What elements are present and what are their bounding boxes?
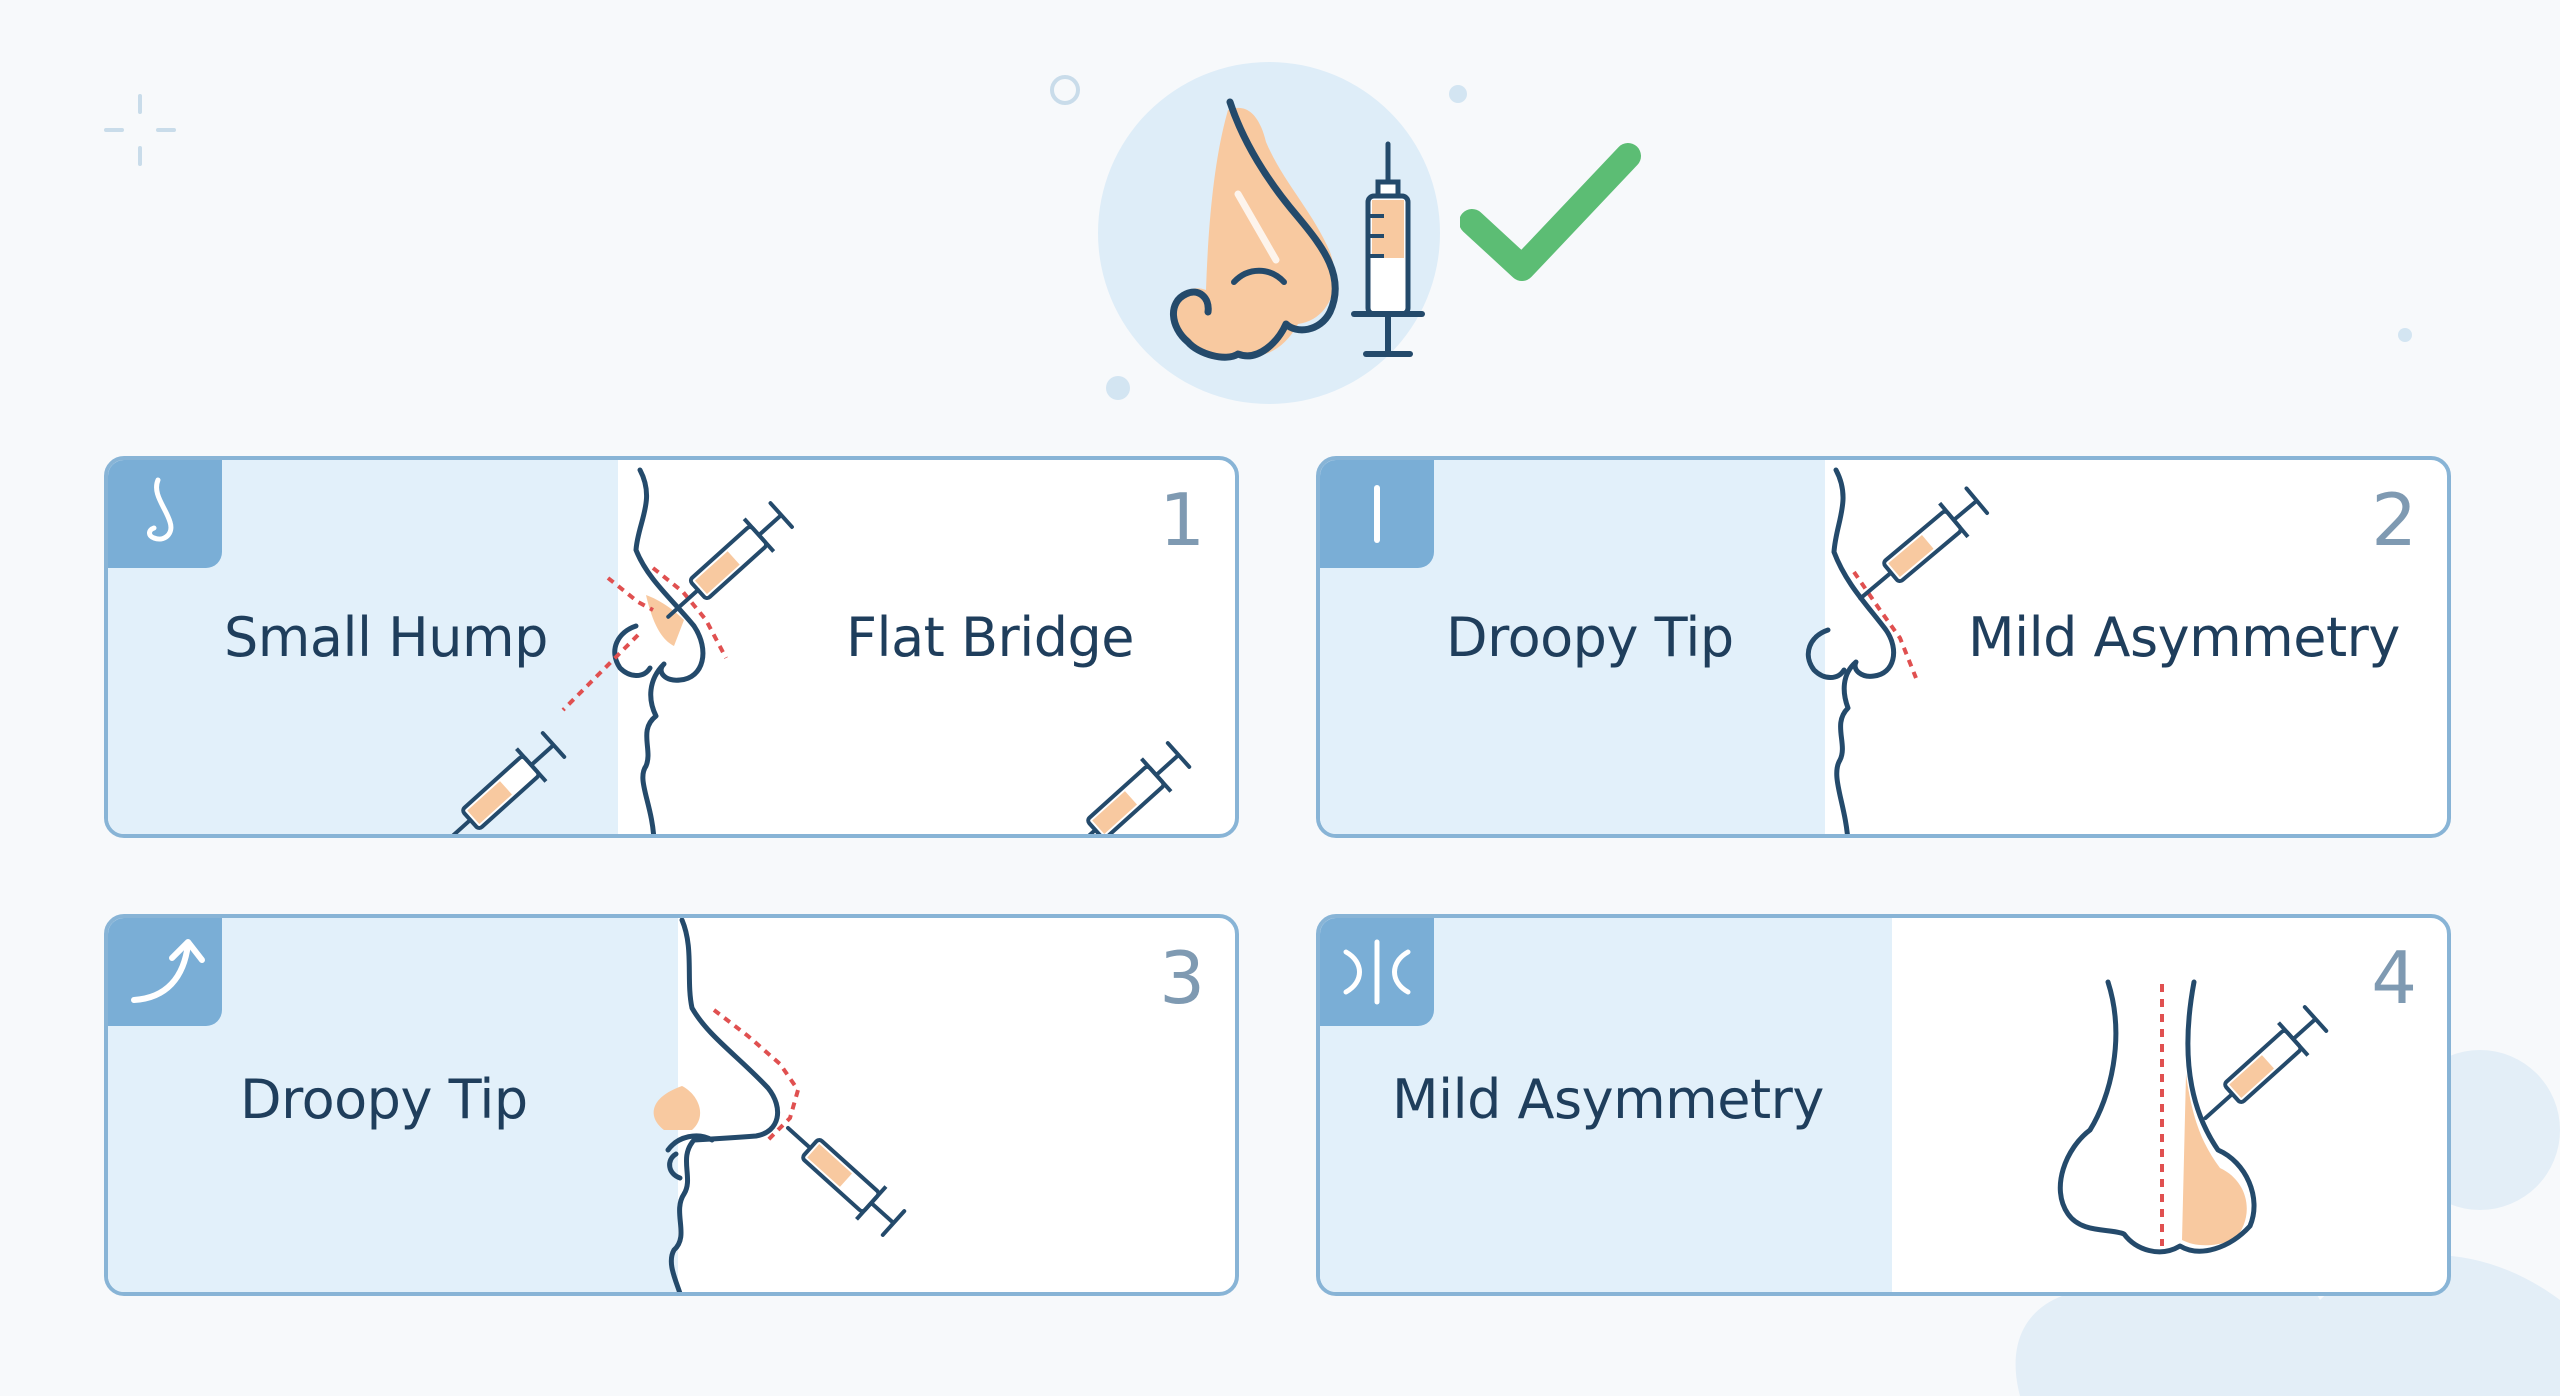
label-droopy-tip: Droopy Tip — [1446, 606, 1734, 669]
profile-illustration — [653, 918, 801, 1292]
dot-decoration — [2398, 328, 2412, 342]
label-mild-asymmetry: Mild Asymmetry — [1392, 1068, 1824, 1131]
syringe-icon — [1858, 486, 1990, 601]
card-1: 1 Small Hump Flat Bridge — [104, 456, 1239, 838]
card-2: 2 Droopy Tip Mild Asymmetry — [1316, 456, 2451, 838]
profile-illustration — [561, 467, 728, 834]
card-number: 1 — [1159, 478, 1205, 562]
card-tag — [108, 918, 222, 1026]
label-mild-asymmetry: Mild Asymmetry — [1968, 606, 2400, 669]
symmetry-icon — [1343, 939, 1411, 1005]
nose-icon — [147, 477, 174, 542]
checkmark-icon — [1460, 143, 1641, 281]
label-small-hump: Small Hump — [224, 606, 548, 669]
dot-decoration — [1050, 75, 1080, 105]
sparkle-decoration — [104, 94, 176, 166]
syringe-icon — [1351, 141, 1425, 357]
card-tag — [1320, 918, 1434, 1026]
card-4: 4 Mild Asymmetry — [1316, 914, 2451, 1296]
dot-decoration — [1106, 376, 1130, 400]
syringe-icon — [1071, 741, 1192, 834]
nose-icon — [1170, 98, 1339, 361]
syringe-icon — [666, 501, 794, 619]
front-nose-illustration — [2057, 979, 2257, 1255]
card-3: 3 Droopy Tip — [104, 914, 1239, 1296]
card-number: 4 — [2371, 936, 2417, 1020]
curved-arrow-icon — [131, 939, 205, 1003]
syringe-icon — [786, 1126, 907, 1237]
syringe-icon — [2203, 1005, 2329, 1121]
dot-decoration — [1449, 85, 1467, 103]
label-flat-bridge: Flat Bridge — [846, 606, 1135, 669]
card-tag — [1320, 460, 1434, 568]
line-icon — [1374, 485, 1380, 543]
card-tag — [108, 460, 222, 568]
label-droopy-tip: Droopy Tip — [240, 1068, 528, 1131]
profile-illustration — [1805, 467, 1918, 834]
card-number: 3 — [1159, 936, 1205, 1020]
syringe-icon — [442, 731, 567, 834]
card-number: 2 — [2371, 478, 2417, 562]
